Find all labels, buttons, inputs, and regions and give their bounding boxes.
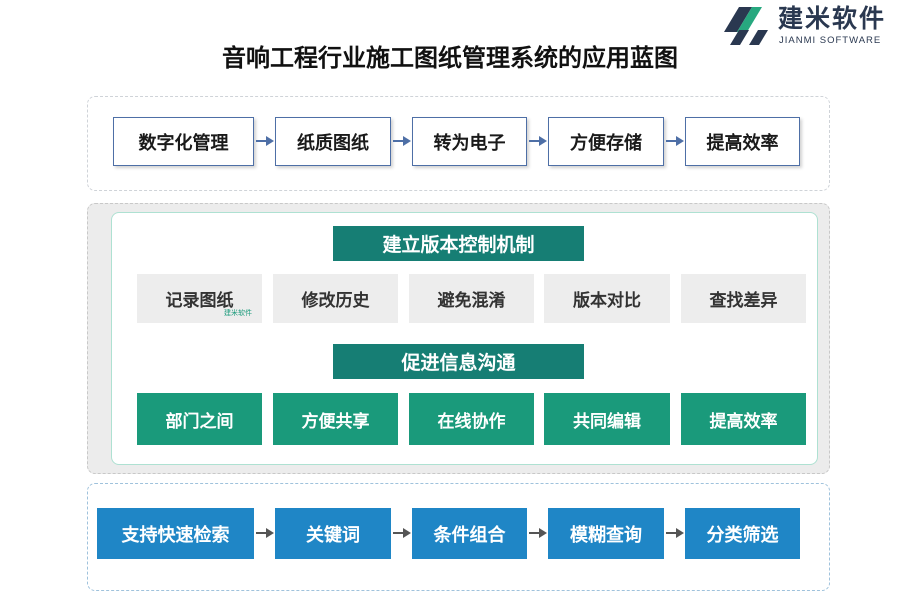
communication-heading: 促进信息沟通	[333, 344, 584, 379]
arrow-right-icon	[666, 136, 684, 146]
arrow-right-icon	[256, 136, 274, 146]
top-flow-step: 方便存储	[548, 117, 664, 166]
brand-logo: 建米软件 JIANMI SOFTWARE	[722, 4, 898, 46]
watermark: 建米软件	[224, 309, 252, 317]
version-control-heading: 建立版本控制机制	[333, 226, 584, 261]
bottom-flow-panel	[87, 483, 830, 591]
arrow-right-icon	[666, 528, 684, 538]
version-control-item: 修改历史	[273, 274, 398, 323]
communication-item: 提高效率	[681, 393, 806, 445]
bottom-flow-step: 支持快速检索	[97, 508, 254, 559]
top-flow-step: 提高效率	[685, 117, 800, 166]
bottom-flow-step: 条件组合	[412, 508, 527, 559]
jianmi-logo-icon	[724, 7, 768, 45]
version-control-item: 避免混淆	[409, 274, 534, 323]
top-flow-panel	[87, 96, 830, 191]
communication-item: 方便共享	[273, 393, 398, 445]
version-control-item: 查找差异	[681, 274, 806, 323]
bottom-flow-step: 关键词	[275, 508, 391, 559]
arrow-right-icon	[529, 528, 547, 538]
arrow-right-icon	[256, 528, 274, 538]
top-flow-step: 数字化管理	[113, 117, 254, 166]
top-flow-step: 纸质图纸	[275, 117, 391, 166]
arrow-right-icon	[393, 136, 411, 146]
bottom-flow-step: 分类筛选	[685, 508, 800, 559]
arrow-right-icon	[393, 528, 411, 538]
version-control-item: 记录图纸	[137, 274, 262, 323]
page-title: 音响工程行业施工图纸管理系统的应用蓝图	[222, 44, 678, 72]
communication-item: 共同编辑	[544, 393, 670, 445]
communication-item: 部门之间	[137, 393, 262, 445]
bottom-flow-step: 模糊查询	[548, 508, 664, 559]
top-flow-step: 转为电子	[412, 117, 527, 166]
brand-subtitle: JIANMI SOFTWARE	[779, 35, 882, 46]
version-control-item: 版本对比	[544, 274, 670, 323]
arrow-right-icon	[529, 136, 547, 146]
brand-name: 建米软件	[778, 4, 887, 33]
communication-item: 在线协作	[409, 393, 534, 445]
